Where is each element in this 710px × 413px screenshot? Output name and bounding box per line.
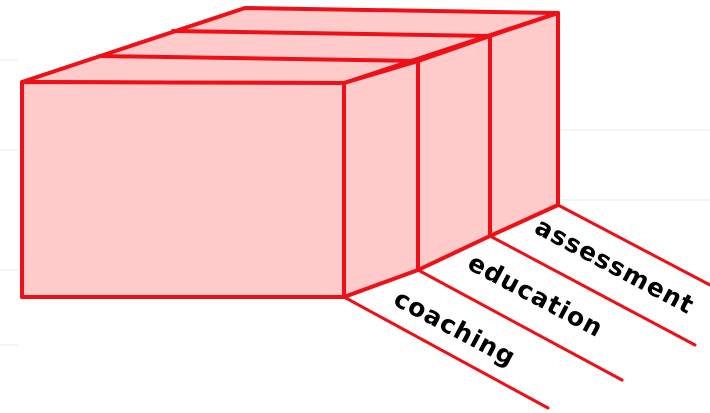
background-grid bbox=[0, 59, 710, 346]
rail-4 bbox=[556, 203, 710, 287]
top-divider-1 bbox=[98, 54, 420, 63]
box-side-slice-education bbox=[416, 34, 492, 272]
rail-1 bbox=[342, 295, 550, 410]
box-side-slice-coaching bbox=[342, 59, 420, 299]
top-divider-2 bbox=[171, 29, 492, 38]
rail-3 bbox=[488, 234, 697, 347]
box-front-face bbox=[20, 80, 346, 299]
box-side-slice-assessment bbox=[488, 11, 560, 238]
lane-rails bbox=[342, 203, 710, 410]
rail-2 bbox=[416, 268, 624, 382]
